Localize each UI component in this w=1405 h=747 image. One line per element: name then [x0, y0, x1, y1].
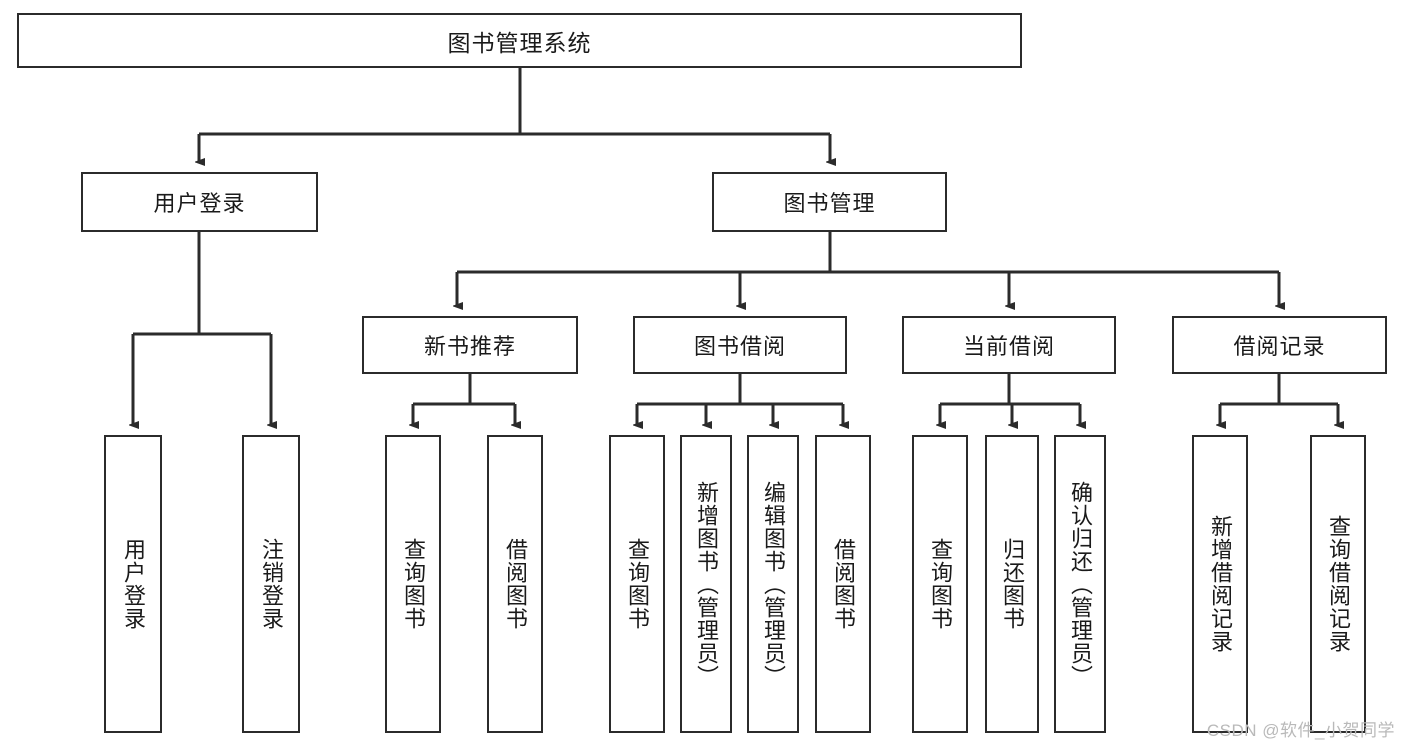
leaf-borrow-book[interactable]: 借阅图书	[815, 435, 871, 733]
leaf-query-borrow-record-label: 查询借阅记录	[1325, 515, 1351, 653]
leaf-query-book-borrow-label: 查询图书	[624, 538, 650, 630]
node-borrow-record-label: 借阅记录	[1233, 334, 1326, 359]
csdn-watermark: CSDN @软件_小贺同学	[1206, 721, 1395, 740]
node-root[interactable]: 图书管理系统	[17, 13, 1022, 68]
node-book-borrow[interactable]: 图书借阅	[633, 316, 847, 374]
leaf-query-book-recommend-label: 查询图书	[400, 538, 426, 630]
leaf-query-borrow-record[interactable]: 查询借阅记录	[1310, 435, 1366, 733]
leaf-return-book-label: 归还图书	[999, 538, 1025, 630]
node-book-borrow-label: 图书借阅	[693, 334, 786, 359]
node-user-login[interactable]: 用户登录	[81, 172, 318, 232]
leaf-confirm-return-admin[interactable]: 确认归还（管理员）	[1054, 435, 1106, 733]
leaf-return-book[interactable]: 归还图书	[985, 435, 1039, 733]
leaf-borrow-book-label: 借阅图书	[830, 538, 856, 630]
node-user-login-label: 用户登录	[153, 191, 246, 216]
leaf-borrow-book-recommend[interactable]: 借阅图书	[487, 435, 543, 733]
leaf-query-book-recommend[interactable]: 查询图书	[385, 435, 441, 733]
leaf-logout[interactable]: 注销登录	[242, 435, 300, 733]
node-borrow-record[interactable]: 借阅记录	[1172, 316, 1387, 374]
node-book-management-label: 图书管理	[783, 191, 876, 216]
leaf-borrow-book-recommend-label: 借阅图书	[502, 538, 528, 630]
leaf-confirm-return-admin-label: 确认归还（管理员）	[1067, 480, 1093, 688]
leaf-edit-book-admin-label: 编辑图书（管理员）	[760, 480, 786, 688]
node-root-label: 图书管理系统	[447, 29, 592, 56]
leaf-query-book-current-label: 查询图书	[927, 538, 953, 630]
node-book-management[interactable]: 图书管理	[712, 172, 947, 232]
leaf-query-book-borrow[interactable]: 查询图书	[609, 435, 665, 733]
leaf-query-book-current[interactable]: 查询图书	[912, 435, 968, 733]
node-current-borrow[interactable]: 当前借阅	[902, 316, 1116, 374]
leaf-add-borrow-record-label: 新增借阅记录	[1207, 515, 1233, 653]
node-new-book-recommend-label: 新书推荐	[423, 334, 516, 359]
leaf-user-login[interactable]: 用户登录	[104, 435, 162, 733]
node-new-book-recommend[interactable]: 新书推荐	[362, 316, 578, 374]
node-current-borrow-label: 当前借阅	[962, 334, 1055, 359]
leaf-edit-book-admin[interactable]: 编辑图书（管理员）	[747, 435, 799, 733]
leaf-add-borrow-record[interactable]: 新增借阅记录	[1192, 435, 1248, 733]
leaf-add-book-admin-label: 新增图书（管理员）	[693, 480, 719, 688]
leaf-add-book-admin[interactable]: 新增图书（管理员）	[680, 435, 732, 733]
leaf-user-login-label: 用户登录	[120, 538, 146, 630]
leaf-logout-label: 注销登录	[258, 538, 284, 630]
